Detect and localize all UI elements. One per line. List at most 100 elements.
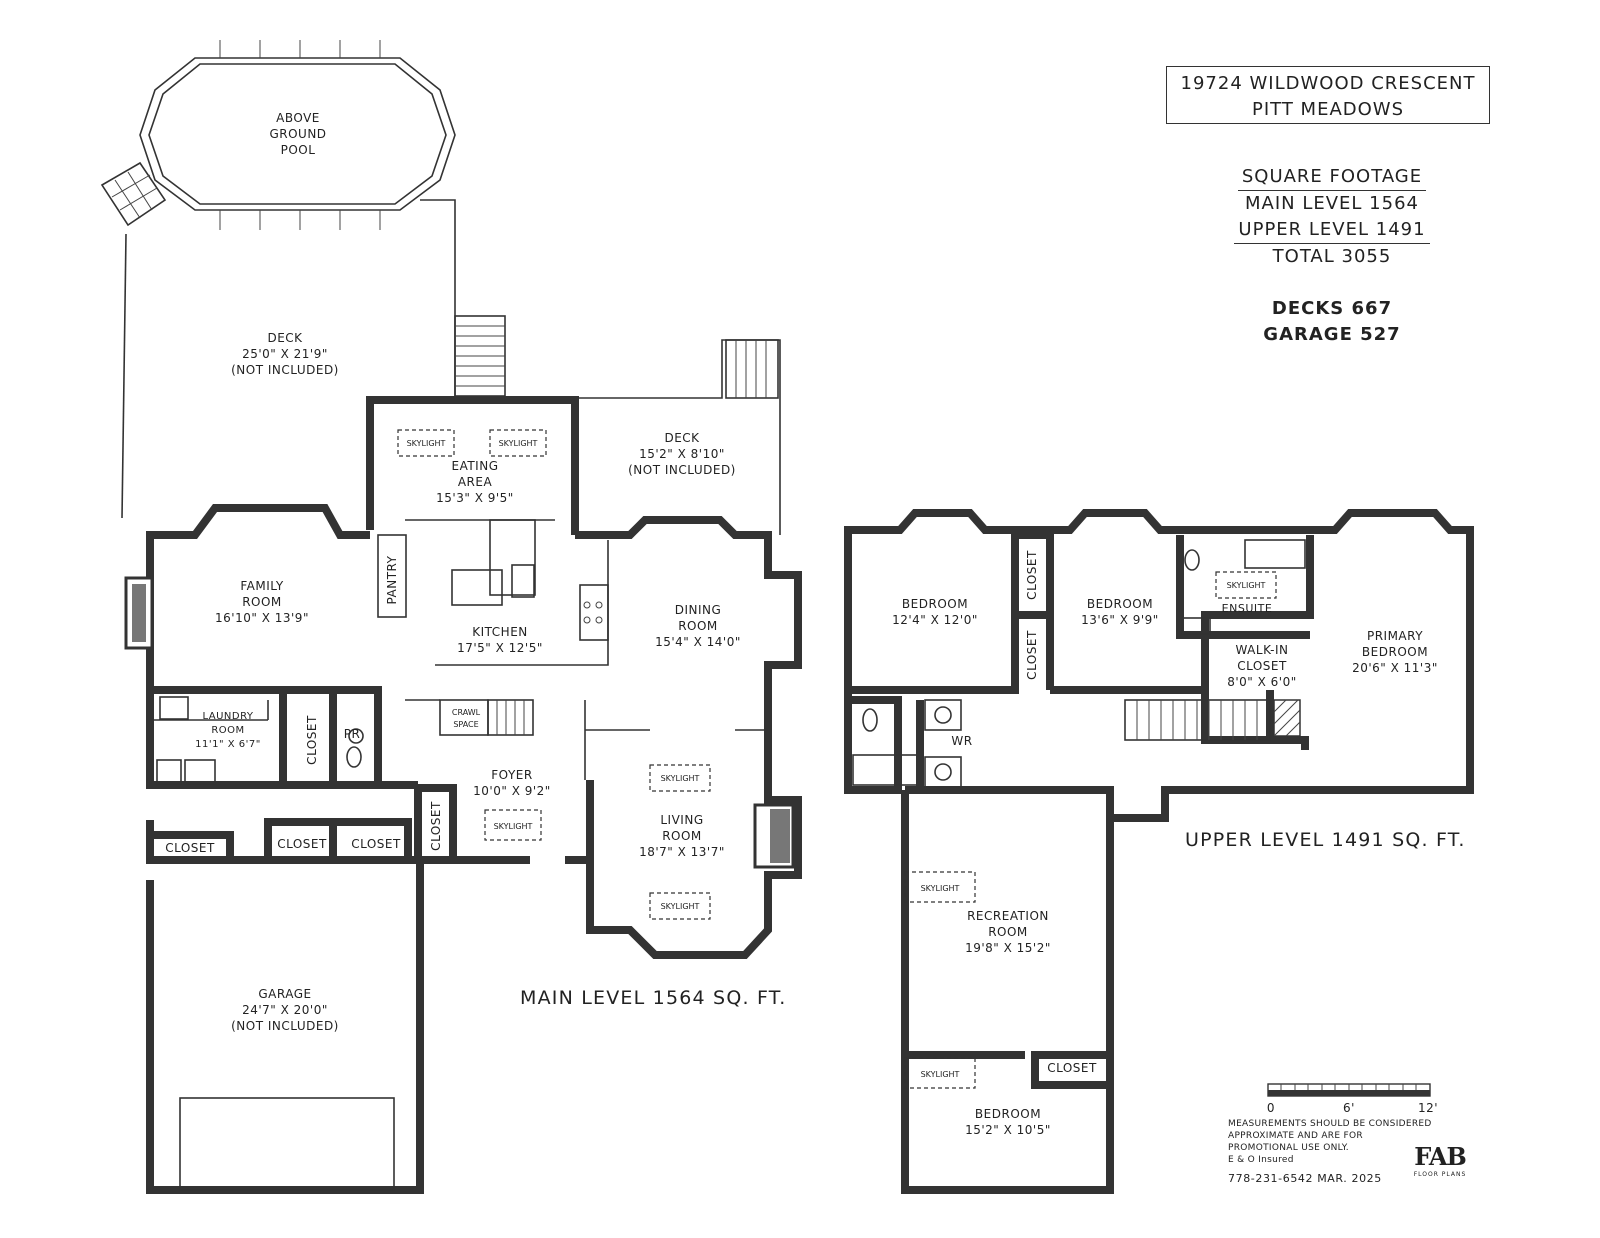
contact-date: 778-231-6542 MAR. 2025	[1228, 1172, 1382, 1185]
main-level-skylights: SKYLIGHT SKYLIGHT SKYLIGHT SKYLIGHT SKYL…	[397, 429, 711, 920]
above-ground-pool: ABOVE GROUND POOL	[100, 40, 456, 230]
closet-label: CLOSET	[1025, 550, 1039, 600]
sqft-garage: GARAGE 527	[1263, 324, 1401, 345]
bedroom-3-name: BEDROOM	[975, 1107, 1041, 1121]
recreation-room-dims: 19'8" X 15'2"	[965, 941, 1051, 955]
eating-area-name-1: EATING	[451, 459, 498, 473]
bedroom-3-dims: 15'2" X 10'5"	[965, 1123, 1051, 1137]
eating-area-dims: 15'3" X 9'5"	[436, 491, 514, 505]
logo-mark: FAB	[1414, 1142, 1467, 1171]
laundry-dims: 11'1" X 6'7"	[195, 739, 261, 750]
walk-in-name-1: WALK-IN	[1235, 643, 1288, 657]
recreation-room-name-1: RECREATION	[967, 909, 1049, 923]
scale-label-6: 6'	[1343, 1101, 1355, 1115]
disclaimer-line-2: APPROXIMATE AND ARE FOR	[1228, 1131, 1363, 1141]
closet-label: CLOSET	[429, 801, 443, 851]
skylight-label: SKYLIGHT	[921, 884, 960, 893]
kitchen-name: KITCHEN	[472, 625, 528, 639]
upper-level-walls	[844, 509, 1474, 1194]
laundry-name-2: ROOM	[211, 725, 244, 736]
scale-bar: 0 6' 12'	[1267, 1083, 1438, 1115]
closet-label: CLOSET	[305, 715, 319, 765]
garage-name: GARAGE	[258, 987, 311, 1001]
kitchen-dims: 17'5" X 12'5"	[457, 641, 543, 655]
address-line-2: PITT MEADOWS	[1251, 99, 1405, 120]
bedroom-1-name: BEDROOM	[902, 597, 968, 611]
fab-logo: FAB FLOOR PLANS	[1405, 1142, 1475, 1178]
address-line-1: 19724 WILDWOOD CRESCENT	[1180, 73, 1476, 94]
skylight-label: SKYLIGHT	[1227, 581, 1266, 590]
laundry-name-1: LAUNDRY	[202, 711, 253, 722]
crawl-space-label-1: CRAWL	[452, 708, 481, 717]
main-level-caption: MAIN LEVEL 1564 SQ. FT.	[520, 987, 787, 1009]
back-deck-note: (NOT INCLUDED)	[231, 363, 339, 377]
sqft-main: MAIN LEVEL 1564	[1245, 193, 1419, 214]
eating-area-name-2: AREA	[458, 475, 493, 489]
sqft-upper: UPPER LEVEL 1491	[1234, 217, 1430, 244]
bedroom-2-dims: 13'6" X 9'9"	[1081, 613, 1159, 627]
upper-level-labels: BEDROOM 12'4" X 12'0" CLOSET CLOSET BEDR…	[892, 550, 1438, 1137]
back-deck-dims: 25'0" X 21'9"	[242, 347, 328, 361]
upper-level-skylights: SKYLIGHT SKYLIGHT SKYLIGHT	[904, 581, 1266, 1089]
side-deck-name: DECK	[664, 431, 700, 445]
closet-label: CLOSET	[1025, 630, 1039, 680]
living-room-name-2: ROOM	[662, 829, 702, 843]
closet-label: CLOSET	[1047, 1061, 1097, 1075]
foyer-name: FOYER	[491, 768, 532, 782]
skylight-label: SKYLIGHT	[921, 1070, 960, 1079]
scale-label-0: 0	[1267, 1101, 1275, 1115]
decks-garage-summary: DECKS 667 GARAGE 527	[1222, 296, 1442, 348]
upper-level-caption: UPPER LEVEL 1491 SQ. FT.	[1185, 829, 1466, 851]
pool-label-1: ABOVE	[276, 111, 320, 125]
living-room-name-1: LIVING	[660, 813, 703, 827]
disclaimer-line-1: MEASUREMENTS SHOULD BE CONSIDERED	[1228, 1119, 1432, 1129]
address-box: 19724 WILDWOOD CRESCENT PITT MEADOWS	[1166, 66, 1490, 124]
family-room-name-2: ROOM	[242, 595, 282, 609]
powder-room-label: PR	[344, 727, 361, 741]
living-room-dims: 18'7" X 13'7"	[639, 845, 725, 859]
square-footage-summary: SQUARE FOOTAGE MAIN LEVEL 1564 UPPER LEV…	[1222, 164, 1442, 270]
primary-bedroom-name-2: BEDROOM	[1362, 645, 1428, 659]
closet-label: CLOSET	[277, 837, 327, 851]
primary-bedroom-dims: 20'6" X 11'3"	[1352, 661, 1438, 675]
dining-room-dims: 15'4" X 14'0"	[655, 635, 741, 649]
sqft-title: SQUARE FOOTAGE	[1237, 164, 1427, 191]
walk-in-name-2: CLOSET	[1237, 659, 1287, 673]
skylight-label: SKYLIGHT	[661, 902, 700, 911]
pool-label-2: GROUND	[269, 127, 326, 141]
garage-note: (NOT INCLUDED)	[231, 1019, 339, 1033]
recreation-room-name-2: ROOM	[988, 925, 1028, 939]
disclaimer: MEASUREMENTS SHOULD BE CONSIDERED APPROX…	[1228, 1118, 1488, 1166]
ensuite-label: ENSUITE	[1222, 602, 1273, 615]
logo-subtitle: FLOOR PLANS	[1413, 1171, 1467, 1178]
family-room-name-1: FAMILY	[240, 579, 283, 593]
main-level-walls	[124, 396, 802, 1194]
family-room-dims: 16'10" X 13'9"	[215, 611, 309, 625]
pantry-label: PANTRY	[385, 555, 399, 604]
main-level-labels: EATING AREA 15'3" X 9'5" FAMILY ROOM 16'…	[165, 459, 741, 1033]
side-deck-note: (NOT INCLUDED)	[628, 463, 736, 477]
skylight-label: SKYLIGHT	[499, 439, 538, 448]
walk-in-dims: 8'0" X 6'0"	[1227, 675, 1297, 689]
side-deck: DECK 15'2" X 8'10" (NOT INCLUDED)	[575, 339, 781, 535]
sqft-total: TOTAL 3055	[1272, 246, 1392, 267]
skylight-label: SKYLIGHT	[407, 439, 446, 448]
garage-dims: 24'7" X 20'0"	[242, 1003, 328, 1017]
back-deck: DECK 25'0" X 21'9" (NOT INCLUDED)	[121, 199, 506, 519]
side-deck-dims: 15'2" X 8'10"	[639, 447, 725, 461]
closet-label: CLOSET	[165, 841, 215, 855]
closet-label: CLOSET	[351, 837, 401, 851]
disclaimer-line-4: E & O Insured	[1228, 1155, 1294, 1165]
back-deck-name: DECK	[267, 331, 303, 345]
pool-label-3: POOL	[281, 143, 316, 157]
foyer-dims: 10'0" X 9'2"	[473, 784, 551, 798]
crawl-space-label-2: SPACE	[453, 720, 478, 729]
sqft-decks: DECKS 667	[1271, 298, 1393, 319]
bedroom-2-name: BEDROOM	[1087, 597, 1153, 611]
primary-bedroom-name-1: PRIMARY	[1367, 629, 1423, 643]
scale-label-12: 12'	[1418, 1101, 1438, 1115]
disclaimer-line-3: PROMOTIONAL USE ONLY.	[1228, 1143, 1349, 1153]
skylight-label: SKYLIGHT	[494, 822, 533, 831]
skylight-label: SKYLIGHT	[661, 774, 700, 783]
